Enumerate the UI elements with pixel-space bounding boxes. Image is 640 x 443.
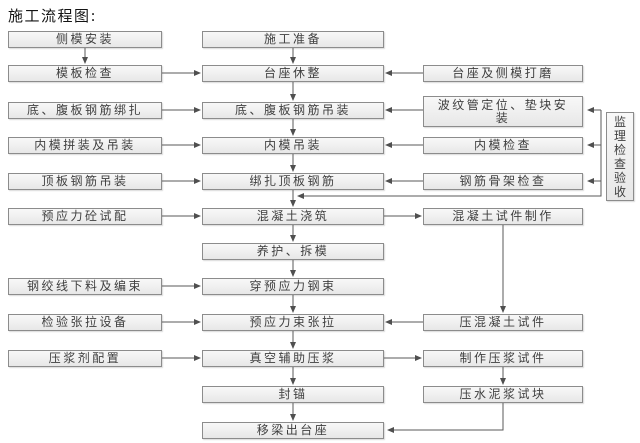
- node-grout-agent-prep: 压浆剂配置: [8, 350, 162, 367]
- node-inner-form-check: 内模检查: [423, 137, 583, 154]
- node-seal-anchor: 封锚: [202, 386, 384, 403]
- node-thread-tendon: 穿预应力钢束: [202, 278, 384, 295]
- node-grout-specimen-make: 制作压浆试件: [423, 350, 583, 367]
- node-inner-form-assemble: 内模拼装及吊装: [8, 137, 162, 154]
- node-supervision-check-accept: 监理检查验收: [606, 112, 634, 201]
- node-cement-block-press: 压水泥浆试块: [423, 386, 583, 403]
- node-concrete-pour: 混凝土浇筑: [202, 208, 384, 225]
- node-pedestal-sideform-grind: 台座及侧模打磨: [423, 65, 583, 82]
- node-concrete-specimen-make: 混凝土试件制作: [423, 208, 583, 225]
- node-pedestal-repair: 台座休整: [202, 65, 384, 82]
- node-bottom-web-rebar-lift: 底、腹板钢筋吊装: [202, 102, 384, 119]
- node-vacuum-grout: 真空辅助压浆: [202, 350, 384, 367]
- node-tendon-tension: 预应力束张拉: [202, 314, 384, 331]
- node-duct-position-pad: 波纹管定位、垫块安装: [423, 96, 583, 127]
- page-title: 施工流程图:: [8, 7, 98, 25]
- node-strand-cut-bundle: 钢绞线下料及编束: [8, 278, 162, 295]
- node-concrete-specimen-press: 压混凝土试件: [423, 314, 583, 331]
- node-bottom-web-rebar-tie: 底、腹板钢筋绑扎: [8, 102, 162, 119]
- node-prestress-concrete-trial: 预应力砼试配: [8, 208, 162, 225]
- node-top-slab-rebar-lift: 顶板钢筋吊装: [8, 173, 162, 190]
- node-construction-prep: 施工准备: [202, 31, 384, 48]
- node-form-check: 模板检查: [8, 65, 162, 82]
- node-rebar-frame-check: 钢筋骨架检查: [423, 173, 583, 190]
- node-side-form-install: 侧模安装: [8, 31, 162, 48]
- node-move-girder: 移梁出台座: [202, 422, 384, 439]
- node-tension-equip-check: 检验张拉设备: [8, 314, 162, 331]
- node-inner-form-lift: 内模吊装: [202, 137, 384, 154]
- node-cure-demold: 养护、拆模: [202, 243, 384, 260]
- node-top-slab-rebar-tie: 绑扎顶板钢筋: [202, 173, 384, 190]
